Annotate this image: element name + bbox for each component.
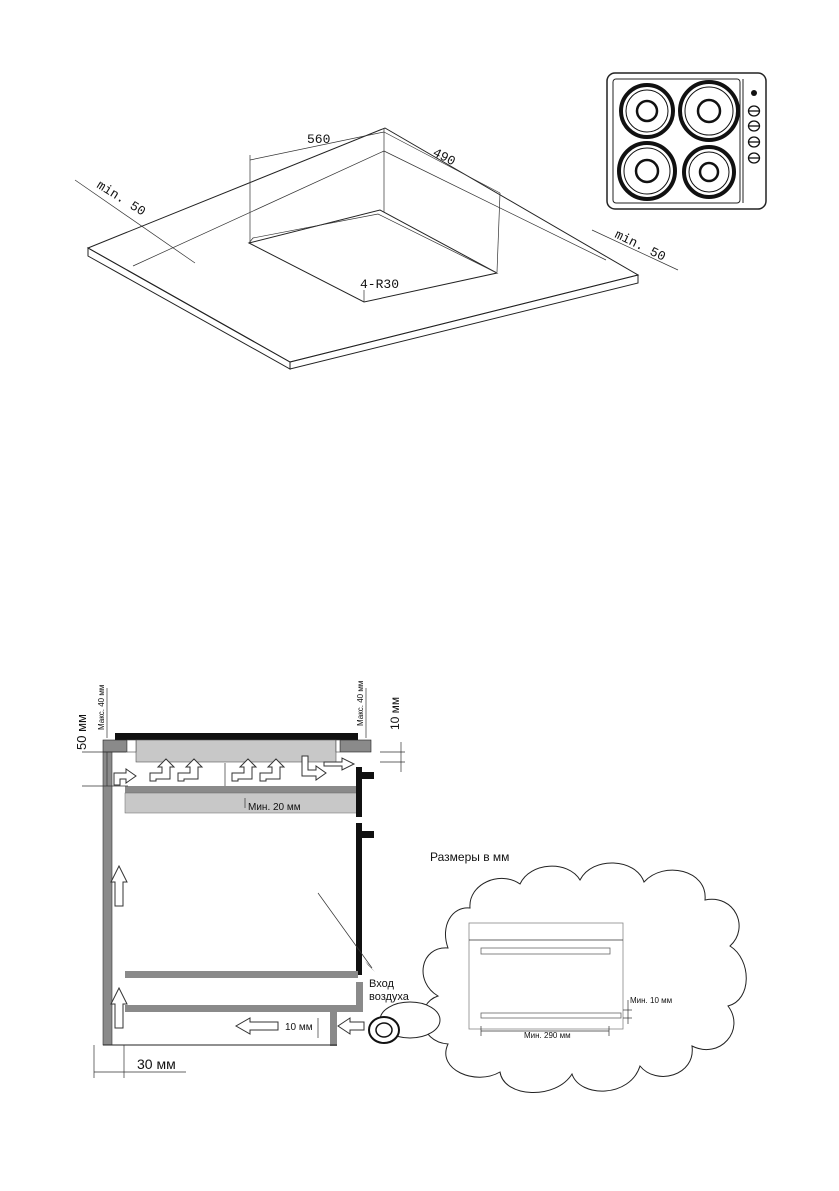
- min-gap-label: Мин. 20 мм: [248, 802, 301, 813]
- clearance-label-right: min. 50: [612, 227, 668, 264]
- max-thickness-label-right: Макс. 40 мм: [356, 681, 365, 726]
- arrow-curve-up-icon: [231, 758, 258, 782]
- arrow-up-icon: [110, 864, 128, 907]
- oven-front-upper: [356, 767, 362, 817]
- oven-top-panel: [125, 786, 358, 793]
- hob-glass: [115, 733, 358, 740]
- cabinet-shelf-lower: [125, 1005, 360, 1012]
- clearance-dim-right: [591, 229, 679, 271]
- radius-label: 4-R30: [360, 277, 399, 292]
- burner-bottom-left: [617, 141, 677, 201]
- dim-label-490: 490: [430, 145, 458, 169]
- detail-cloud: Размеры в мм Мин. 10 мм Мин. 290 мм: [368, 850, 747, 1093]
- clearance-line-right: [383, 150, 607, 261]
- worktop-right: [339, 739, 372, 753]
- burner-bottom-right: [682, 145, 736, 199]
- control-knobs: [747, 105, 761, 164]
- dim-line-490: [383, 131, 501, 194]
- air-inlet-label-line1: Вход: [369, 978, 394, 990]
- detail-min-290-label: Мин. 290 мм: [524, 1031, 571, 1040]
- air-inlet-pointer-icon: [365, 961, 375, 972]
- hob-top-view: [606, 72, 767, 210]
- arrow-curve-up-icon: [149, 758, 176, 782]
- oven-top-body: [124, 792, 359, 814]
- air-inlet-label-line2: воздуха: [369, 991, 410, 1003]
- air-inlet-leader: [317, 892, 373, 969]
- arrow-right-icon: [323, 757, 356, 771]
- max-thickness-label-left: Макс. 40 мм: [97, 685, 106, 730]
- countertop-right-edge: [289, 274, 639, 370]
- arrow-turn-right-icon: [113, 768, 137, 786]
- indicator-light-icon: [751, 90, 757, 96]
- dim-label-50: 50 мм: [74, 714, 89, 750]
- cabinet-shelf-upper: [125, 971, 358, 978]
- clearance-line-left: [132, 150, 385, 267]
- plinth-front: [330, 1012, 337, 1046]
- vent-gap-right: [335, 739, 341, 753]
- countertop-top-surface: [86, 127, 640, 363]
- burner-top-right: [678, 80, 740, 142]
- oven-handle-lower: [360, 831, 374, 838]
- oven-front-main: [356, 823, 362, 975]
- arrow-curve-right-icon: [301, 755, 327, 781]
- arrow-up-icon: [110, 986, 128, 1029]
- arrow-left-icon: [337, 1017, 365, 1035]
- detail-min-10-label: Мин. 10 мм: [630, 996, 672, 1005]
- airflow-arrows: [110, 755, 365, 1035]
- ventilation-diagram: 50 мм Макс. 40 мм Макс. 40 мм 10 мм Мин.…: [74, 681, 410, 1078]
- dim-label-560: 560: [307, 132, 330, 147]
- vent-gap-left: [126, 739, 137, 753]
- clearance-dim-left: [74, 179, 196, 264]
- detail-bottom-slot: [480, 1012, 622, 1019]
- detail-oven-box: [468, 922, 624, 1030]
- arrow-curve-up-icon: [177, 758, 204, 782]
- oven-handle-upper: [360, 772, 374, 779]
- cabinet-front-lower: [356, 982, 363, 1012]
- dim-label-30: 30 мм: [137, 1056, 176, 1072]
- countertop-front-edge: [87, 247, 291, 370]
- arrow-curve-up-icon: [259, 758, 286, 782]
- cutout-inner-edge: [248, 213, 498, 274]
- dim-label-10-bottom: 10 мм: [285, 1022, 313, 1033]
- dim-label-10-top: 10 мм: [388, 697, 402, 730]
- burner-top-left: [619, 83, 675, 139]
- units-note: Размеры в мм: [430, 850, 509, 864]
- dim-line-560: [249, 131, 385, 161]
- cabinet-side-wall: [102, 751, 113, 1046]
- dim-extension-right: [496, 192, 501, 273]
- air-intake-core-icon: [375, 1022, 393, 1038]
- countertop-cutout-diagram: 560 490 min. 50 min. 50 4-R30: [74, 127, 679, 370]
- detail-oven-slot: [480, 947, 611, 955]
- arrow-left-icon: [234, 1017, 279, 1035]
- worktop-left: [102, 739, 128, 753]
